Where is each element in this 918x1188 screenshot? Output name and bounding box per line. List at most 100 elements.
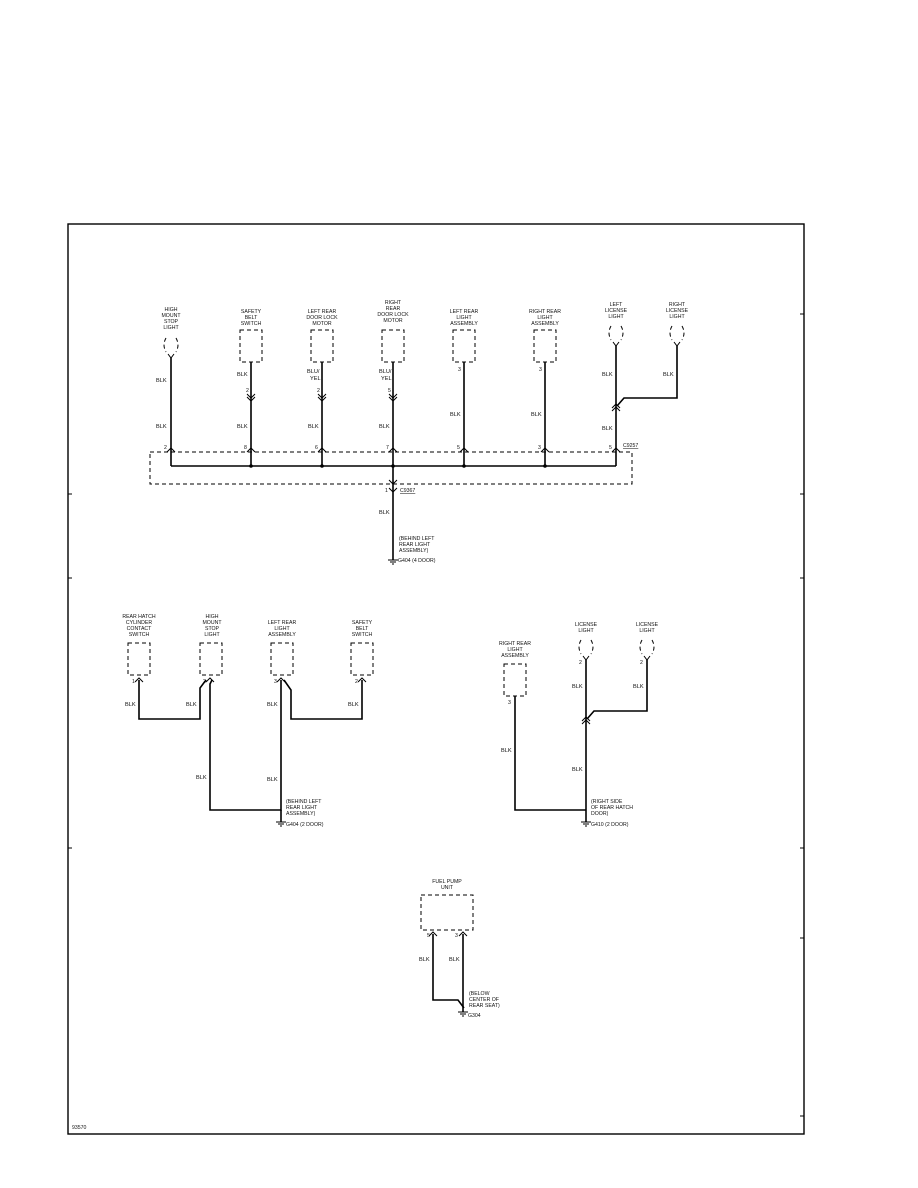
splice-pin: 8: [244, 445, 247, 451]
svg-text:LIGHT: LIGHT: [163, 325, 179, 331]
wire-color: BLK: [186, 702, 197, 708]
svg-text:ASSEMBLY: ASSEMBLY: [531, 321, 559, 327]
pin-number: 5: [388, 388, 391, 394]
svg-text:REAR SEAT): REAR SEAT): [469, 1003, 500, 1009]
bulb-license-light: [578, 639, 594, 661]
splice-pin: 5: [609, 445, 612, 451]
svg-text:SWITCH: SWITCH: [352, 632, 373, 638]
svg-text:SAFETY: SAFETY: [241, 309, 262, 315]
diagram-frame: [67, 223, 805, 1135]
splice-pins-chevrons: [166, 447, 621, 453]
wires-mid-left: [134, 677, 367, 827]
component-label-left-rear-light-assembly: LEFT REAR LIGHT ASSEMBLY: [268, 620, 297, 638]
wire-color: BLK: [237, 372, 248, 378]
svg-text:STOP: STOP: [205, 626, 220, 632]
wire-color: BLK: [449, 957, 460, 963]
wire-color: BLK: [633, 684, 644, 690]
wire-color: BLK: [156, 378, 167, 384]
svg-text:UNIT: UNIT: [441, 885, 454, 891]
wire-color: BLK: [450, 412, 461, 418]
svg-text:DOOR LOCK: DOOR LOCK: [377, 312, 409, 318]
ground-wire-g404-4door: [388, 479, 398, 565]
component-label-fuel-pump-unit: FUEL PUMP UNIT: [432, 879, 462, 891]
svg-text:SWITCH: SWITCH: [241, 321, 262, 327]
svg-text:LEFT REAR: LEFT REAR: [450, 309, 479, 315]
component-label-left-license-light: LEFT LICENSE LIGHT: [605, 302, 628, 320]
bulb-right-license-light: [669, 325, 685, 347]
svg-text:REAR LIGHT: REAR LIGHT: [286, 805, 318, 811]
box-safety-belt-switch: [350, 642, 374, 676]
component-label-license-light: LICENSE LIGHT: [575, 622, 598, 634]
pin-number: 3: [508, 700, 511, 706]
svg-text:LEFT: LEFT: [610, 302, 624, 308]
wire-color: BLK: [196, 775, 207, 781]
bulb-high-mount-stop-light: [163, 337, 179, 359]
wire-color: BLK: [308, 424, 319, 430]
wires-bottom: [428, 931, 468, 1017]
svg-text:ASSEMBLY: ASSEMBLY: [450, 321, 478, 327]
box-left-rear-light-assembly: [452, 329, 476, 363]
wire-color: BLK: [501, 748, 512, 754]
svg-text:LEFT REAR: LEFT REAR: [308, 309, 337, 315]
output-pin: 1: [385, 488, 388, 494]
svg-text:REAR HATCH: REAR HATCH: [122, 614, 156, 620]
svg-text:MOTOR: MOTOR: [312, 321, 331, 327]
wire-color: BLK: [267, 777, 278, 783]
splice-bus: [170, 452, 617, 484]
svg-text:BELT: BELT: [356, 626, 369, 632]
diagram-id: 93570: [72, 1125, 87, 1131]
box-fuel-pump-unit: [420, 894, 474, 931]
bottom-section: FUEL PUMP UNIT 5 3 BLK BLK (BELOW CENTER…: [419, 879, 500, 1019]
svg-text:(BEHIND LEFT: (BEHIND LEFT: [286, 799, 322, 805]
svg-text:CENTER OF: CENTER OF: [469, 997, 499, 1003]
svg-text:ASSEMBLY): ASSEMBLY): [286, 811, 316, 817]
ground-id: G304: [468, 1013, 481, 1019]
component-label-left-rear-light-assembly: LEFT REAR LIGHT ASSEMBLY: [450, 309, 479, 327]
svg-text:REAR: REAR: [386, 306, 401, 312]
connector-id: C9257: [623, 443, 638, 449]
component-label-high-mount-stop-light: HIGH MOUNT STOP LIGHT: [161, 307, 181, 331]
box-right-rear-light-assembly: [533, 329, 557, 363]
ground-location-note: (BELOW CENTER OF REAR SEAT): [469, 991, 500, 1009]
svg-text:LIGHT: LIGHT: [669, 314, 685, 320]
svg-text:LICENSE: LICENSE: [636, 622, 659, 628]
svg-text:HIGH: HIGH: [206, 614, 219, 620]
pin-number: 3: [274, 679, 277, 685]
box-right-rear-door-lock-motor: [381, 329, 405, 363]
wire-color: YEL: [310, 376, 321, 382]
splice-pack-connector: [149, 451, 633, 485]
wire-color: BLK: [663, 372, 674, 378]
pin-number: 3: [458, 367, 461, 373]
component-label-rear-hatch-cylinder-contact-switch: REAR HATCH CYLINDER CONTACT SWITCH: [122, 614, 156, 638]
mid-right-section: RIGHT REAR LIGHT ASSEMBLY LICENSE LIGHT …: [499, 622, 659, 828]
svg-text:LICENSE: LICENSE: [666, 308, 689, 314]
svg-text:MOUNT: MOUNT: [202, 620, 222, 626]
svg-text:LIGHT: LIGHT: [608, 314, 624, 320]
svg-text:(BEHIND LEFT: (BEHIND LEFT: [399, 536, 435, 542]
wire-color: BLK: [267, 702, 278, 708]
svg-text:LIGHT: LIGHT: [639, 628, 655, 634]
component-label-license-light: LICENSE LIGHT: [636, 622, 659, 634]
bulb-license-light: [639, 639, 655, 661]
box-right-rear-light-assembly: [503, 663, 527, 697]
splice-pin: 6: [315, 445, 318, 451]
wire-color: BLK: [156, 424, 167, 430]
wires-mid-right: [514, 660, 648, 827]
component-label-right-rear-door-lock-motor: RIGHT REAR DOOR LOCK MOTOR: [377, 300, 409, 324]
wire-color: BLK: [348, 702, 359, 708]
svg-text:LIGHT: LIGHT: [507, 647, 523, 653]
ground-id: G410 (2 DOOR): [591, 822, 629, 828]
wire-color: BLK: [419, 957, 430, 963]
component-label-left-rear-door-lock-motor: LEFT REAR DOOR LOCK MOTOR: [306, 309, 338, 327]
svg-text:SAFETY: SAFETY: [352, 620, 373, 626]
wire-color: BLK: [602, 372, 613, 378]
svg-text:LIGHT: LIGHT: [537, 315, 553, 321]
svg-text:LICENSE: LICENSE: [575, 622, 598, 628]
component-label-right-rear-light-assembly: RIGHT REAR LIGHT ASSEMBLY: [499, 641, 531, 659]
svg-text:RIGHT: RIGHT: [385, 300, 402, 306]
svg-text:ASSEMBLY: ASSEMBLY: [501, 653, 529, 659]
splice-pin: 3: [538, 445, 541, 451]
wire-color: BLK: [572, 684, 583, 690]
svg-text:CYLINDER: CYLINDER: [126, 620, 152, 626]
